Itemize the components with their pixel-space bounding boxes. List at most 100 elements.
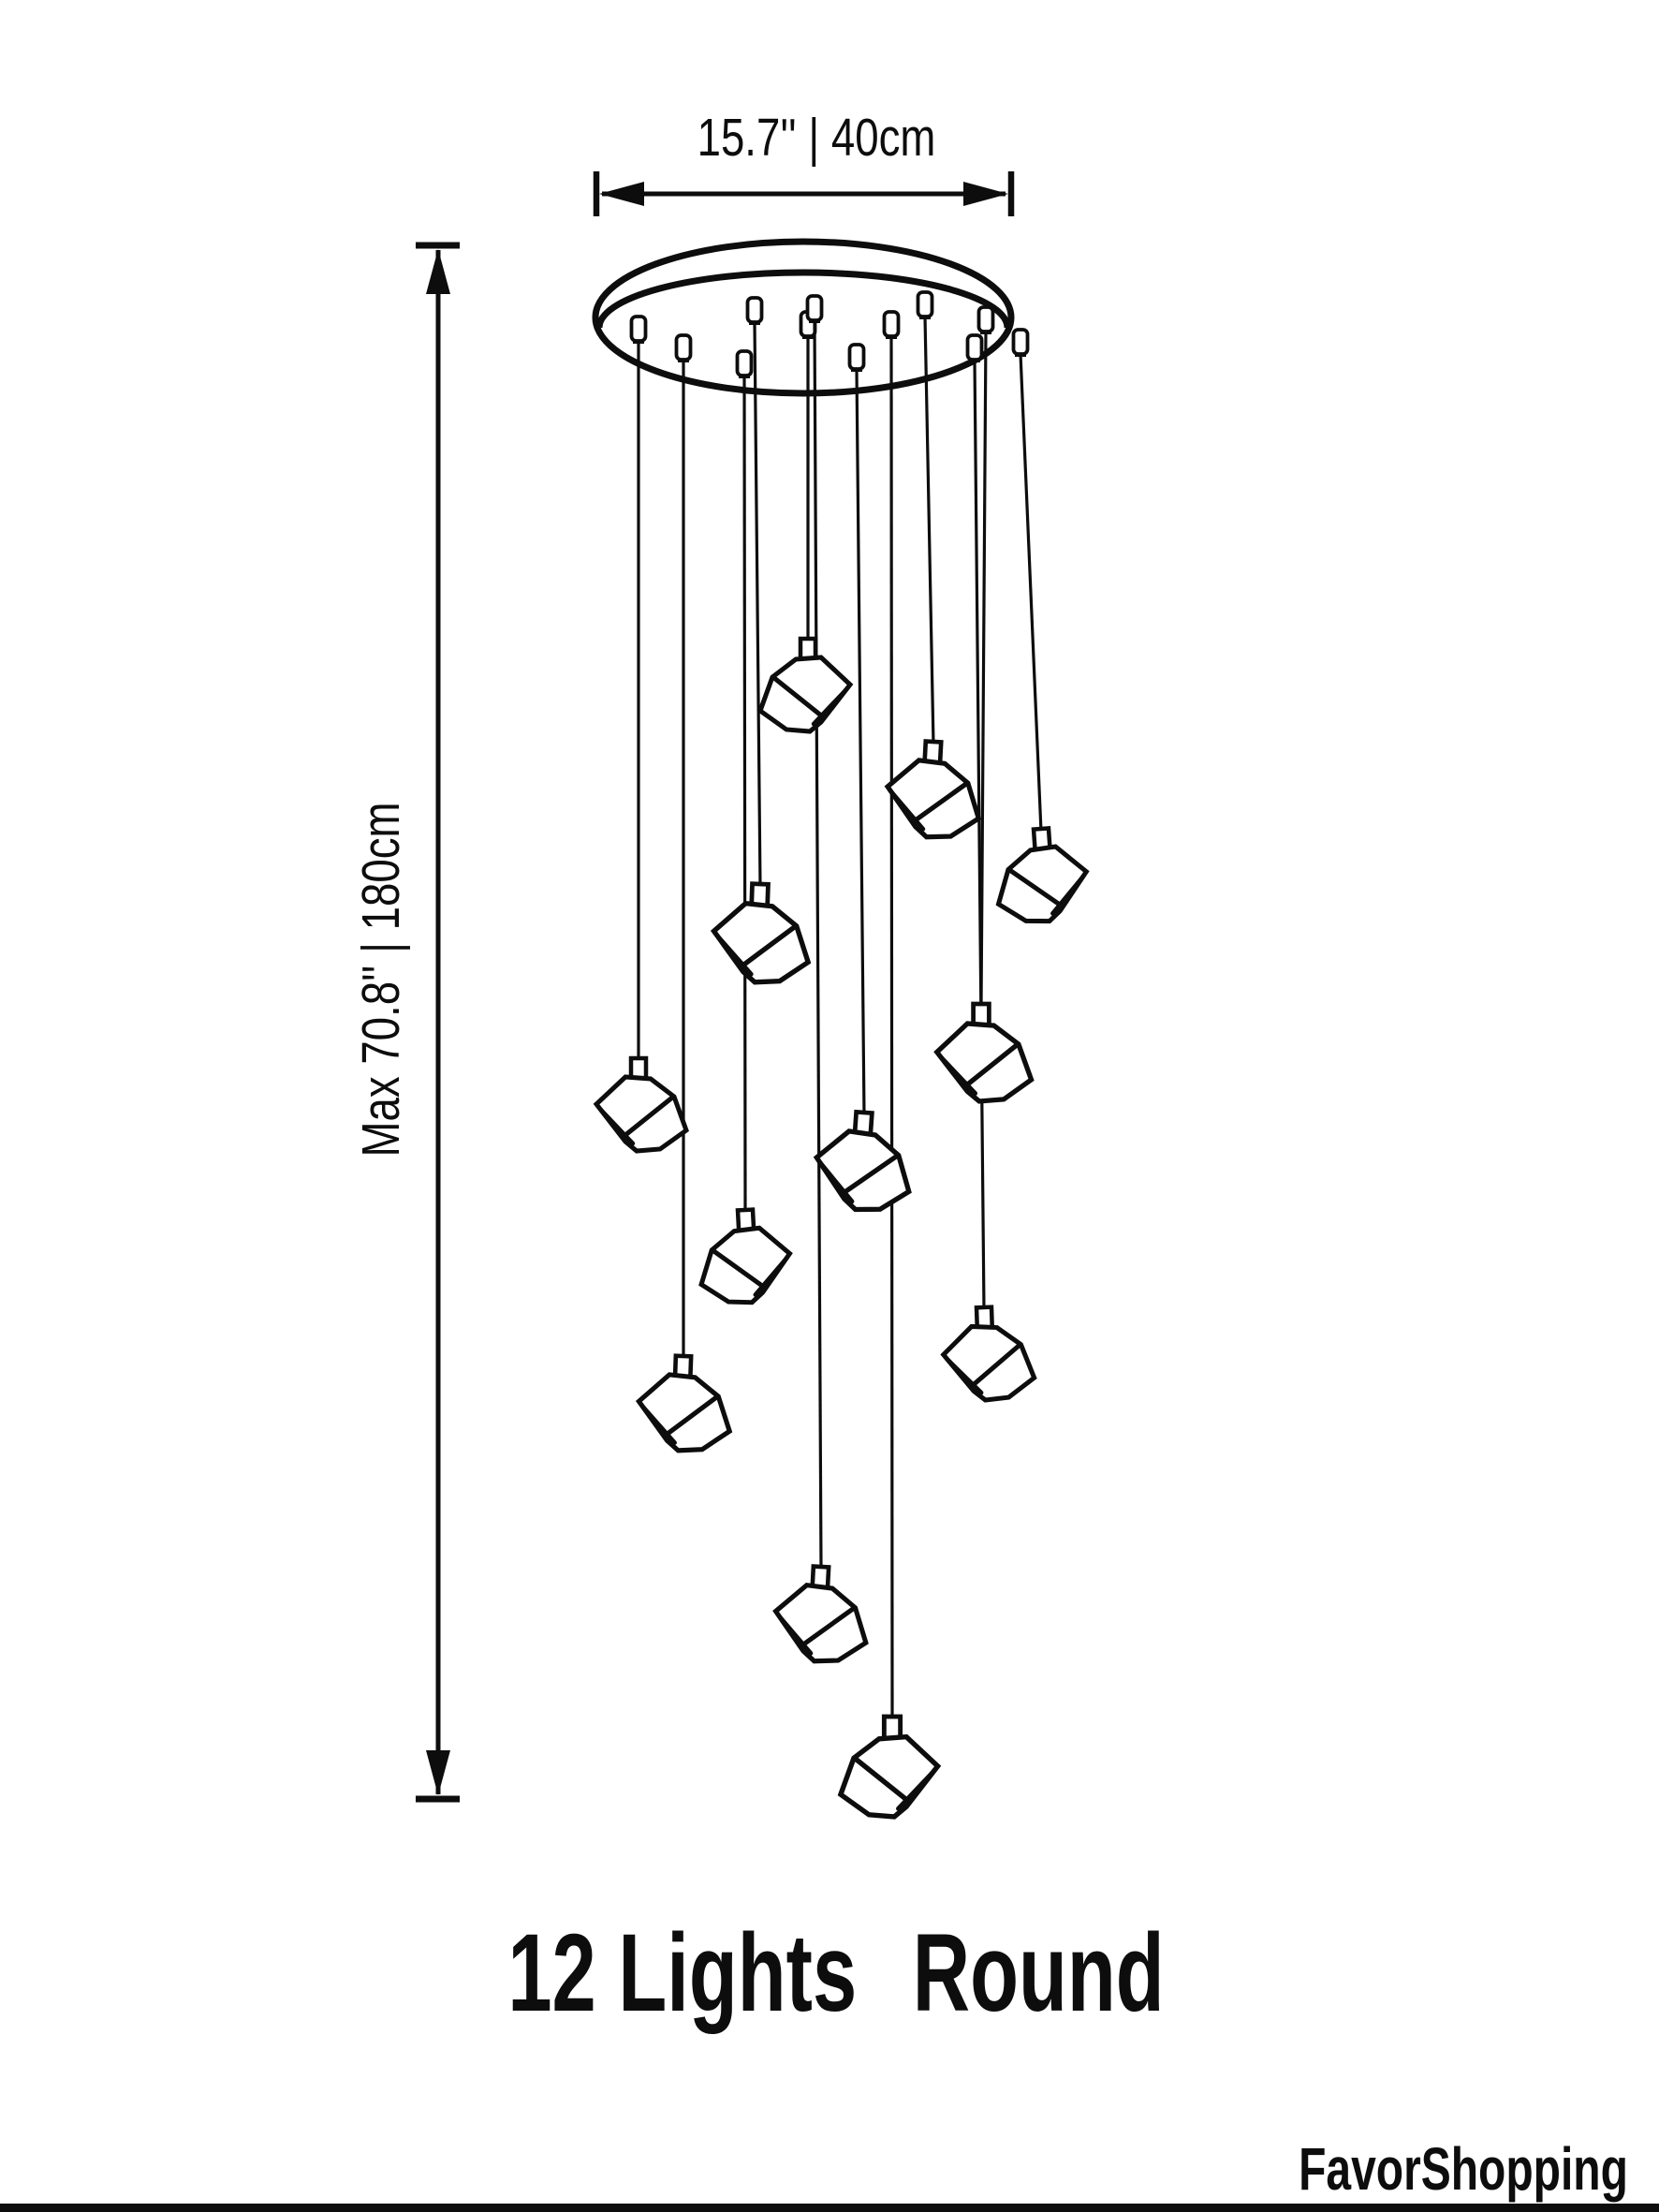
pendant-6-gripper (805, 294, 824, 323)
cord-gripper (805, 294, 824, 322)
cube-outline (772, 1582, 869, 1664)
pendant-shades-layer (593, 636, 1090, 1820)
cube-outline (933, 1021, 1035, 1104)
pendant-10-cord (973, 359, 986, 1311)
cube-facet-line (811, 686, 850, 727)
title-shape-word: Round (913, 1910, 1165, 2034)
canopy-rim-arc (595, 269, 1011, 329)
cube-shade-body (884, 758, 982, 840)
pendant-7-shade (813, 1109, 912, 1213)
cube-facet-line (596, 1105, 636, 1146)
cube-facet-line (1050, 873, 1086, 916)
cube-facet-line (896, 1767, 937, 1811)
pendant-6-shade (772, 1564, 869, 1664)
cord-gripper (916, 290, 934, 318)
pendant-11-shade (995, 826, 1090, 924)
dimension-annotations-layer: 15.7'' | 40cm Max 70.8'' | 180cm (350, 107, 1015, 1803)
pendant-4-gripper (745, 296, 764, 325)
cube-fold-line (623, 1095, 675, 1138)
cube-fold-line (711, 1248, 765, 1289)
cube-fold-line (853, 1756, 909, 1803)
title-lights-count: 12 Lights (507, 1910, 857, 2034)
cube-facet-line (776, 1613, 814, 1656)
cube-outline (635, 1372, 733, 1453)
cube-facet-line (639, 1403, 677, 1445)
cube-fold-line (913, 781, 969, 823)
bottom-border-bar (0, 2204, 1659, 2212)
pendant-8-shade (837, 1714, 942, 1820)
cube-facet-line (944, 1356, 984, 1395)
pendant-2-shade (635, 1353, 733, 1453)
cube-shade-body (635, 1372, 733, 1453)
cord-gripper (965, 333, 984, 361)
cube-facet-line (753, 1255, 789, 1297)
cube-shade-body (772, 1582, 869, 1664)
cube-shade-body (837, 1733, 942, 1820)
pendant-3-shade (698, 1207, 793, 1305)
cube-facet-line (714, 933, 754, 977)
cube-outline (884, 758, 982, 840)
pendant-12-shade (933, 1001, 1035, 1104)
cube-facet-line (816, 1159, 855, 1204)
pendant-2-gripper (674, 333, 693, 362)
width-dim-left-arrowhead (599, 182, 644, 206)
pendant-4-cord (753, 321, 762, 888)
height-dimension-label: Max 70.8'' | 180cm (350, 803, 410, 1158)
cube-shade-body (757, 655, 854, 734)
cube-outline (710, 900, 812, 985)
pendant-11-cord (1019, 353, 1043, 833)
pendant-12-cord (979, 331, 988, 1008)
cube-outline (593, 1074, 689, 1154)
width-dimension-label: 15.7'' | 40cm (697, 107, 936, 167)
cube-fold-line (971, 1343, 1021, 1387)
cube-shade-body (710, 900, 812, 985)
cube-outline (813, 1128, 912, 1213)
pendant-5-shade (757, 636, 854, 734)
height-dim-down-arrowhead (426, 1750, 450, 1795)
cords-layer (637, 316, 1043, 1720)
cube-outline (940, 1323, 1037, 1403)
cube-shade-body (813, 1128, 912, 1213)
cube-fold-line (741, 924, 798, 967)
pendant-7-cord (855, 368, 866, 1116)
cube-shade-body (933, 1021, 1035, 1104)
diagram-title: 12 Lights Round (507, 1910, 1164, 2034)
pendant-11-gripper (1011, 328, 1030, 357)
height-dim-up-arrowhead (426, 249, 450, 294)
pendant-7-gripper (847, 343, 866, 372)
cube-fold-line (1007, 867, 1063, 907)
pendant-3-cord (742, 375, 747, 1214)
canopy-layer (592, 238, 1030, 397)
cube-outline (757, 655, 854, 734)
pendant-10-shade (940, 1305, 1037, 1403)
cube-facet-line (937, 1054, 978, 1096)
pendant-8-cord (889, 335, 894, 1720)
pendant-1-shade (593, 1055, 689, 1154)
cord-gripper (629, 315, 648, 343)
cube-facet-line (888, 788, 926, 832)
pendant-1-gripper (629, 315, 648, 344)
pendant-3-gripper (735, 349, 754, 378)
cord-gripper (976, 305, 995, 333)
cord-gripper (1011, 328, 1030, 356)
width-dim-right-arrowhead (963, 182, 1008, 206)
cord-gripper (745, 296, 764, 324)
cord-gripper (882, 310, 901, 338)
cube-fold-line (964, 1042, 1020, 1087)
pendant-4-shade (710, 881, 812, 985)
cube-outline (837, 1733, 942, 1820)
cube-outline (698, 1225, 793, 1305)
brand-watermark: FavorShopping (1299, 2135, 1628, 2202)
pendant-9-gripper (916, 290, 934, 319)
pendant-12-gripper (976, 305, 995, 334)
pendant-9-shade (884, 739, 982, 840)
cord-gripper (847, 343, 866, 371)
pendant-9-cord (923, 316, 935, 745)
pendant-10-gripper (965, 333, 984, 362)
cord-gripper (735, 349, 754, 377)
cube-shade-body (995, 844, 1090, 924)
cube-fold-line (800, 1606, 856, 1647)
cube-fold-line (771, 675, 824, 718)
